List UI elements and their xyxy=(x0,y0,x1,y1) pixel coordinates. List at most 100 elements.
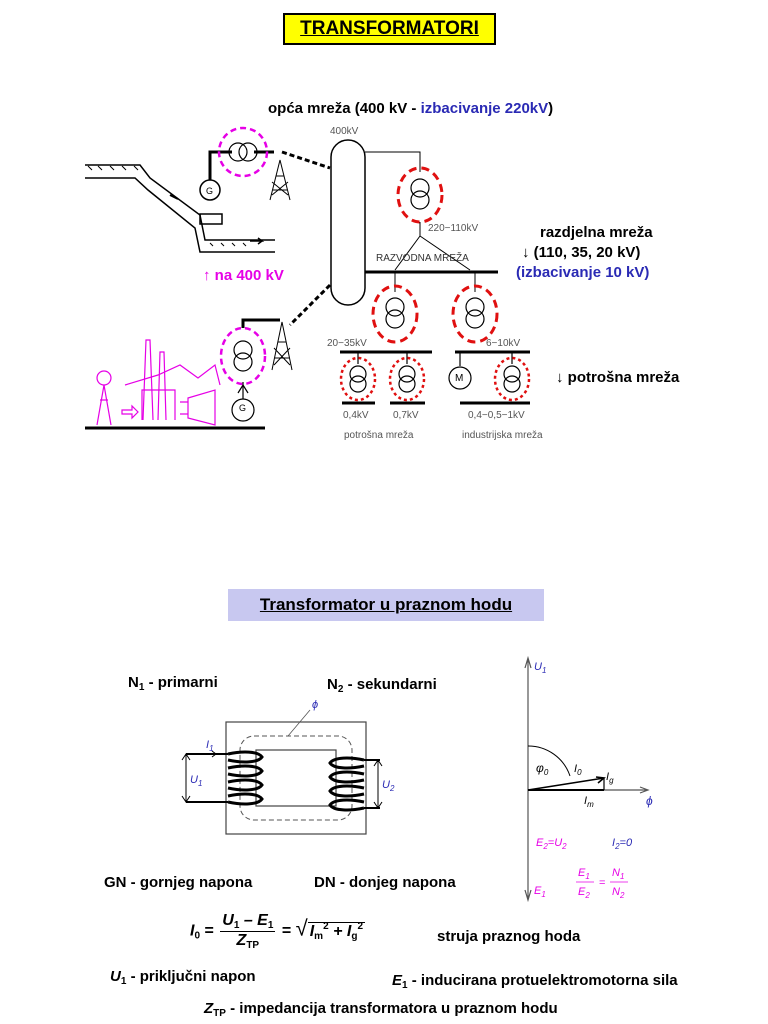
transformer-left-highlight xyxy=(371,284,419,344)
flux-pointer xyxy=(287,709,311,737)
core-inner xyxy=(255,749,337,807)
i1-label: I1 xyxy=(206,739,214,753)
e1-legend-text: - inducirana protuelektromotorna sila xyxy=(407,972,678,989)
formula-eq2: = xyxy=(277,922,296,940)
sqrt-symbol: √ xyxy=(295,915,308,941)
lbl-04-1: 0,4−0,5−1kV xyxy=(468,410,525,421)
e1-legend-sub: 1 xyxy=(402,980,408,991)
e1-legend: E1 - inducirana protuelektromotorna sila xyxy=(392,972,678,991)
line-top-to-bus xyxy=(281,150,331,170)
formula-sqrt-m: m xyxy=(314,930,324,942)
u1-arrow xyxy=(181,753,191,803)
i0-formula: I0 = U1 – E1 ZTP = √Im2 + Ig2 xyxy=(190,912,365,951)
phi0-arc xyxy=(527,745,571,777)
thermal-gen-label: G xyxy=(239,403,246,413)
u1-legend: U1 - priključni napon xyxy=(110,968,256,987)
transformer-07-icon xyxy=(398,352,416,393)
formula-num-sub2: 1 xyxy=(267,920,274,931)
razdjelna-label-2: ↓ (110, 35, 20 kV) xyxy=(522,244,641,261)
formula-denominator: ZTP xyxy=(220,932,275,951)
section-subtitle-text: Transformator u praznom hodu xyxy=(259,595,513,614)
u1-label: U1 xyxy=(190,774,202,788)
hydro-plant xyxy=(85,150,275,253)
transformer-left-icon xyxy=(385,297,405,329)
e1-legend-sym: E xyxy=(392,972,403,989)
na-400-label: ↑ na 400 kV xyxy=(203,267,284,284)
transformer-220-icon xyxy=(410,178,430,210)
i0-phasor-label: I0 xyxy=(574,763,582,777)
transformer-07-highlight xyxy=(388,356,426,402)
formula-num-sub1: 1 xyxy=(233,920,240,931)
e2u2-label: E2=U2 xyxy=(536,837,567,851)
phasor-diagram: U1 ϕ φ0 I0 Ig Im E2=U2 I2=0 E1 E1 E2 = N… xyxy=(524,655,653,903)
formula-fraction: U1 – E1 ZTP xyxy=(220,912,276,951)
e-phasor xyxy=(524,790,532,903)
u2-arrow xyxy=(373,759,383,809)
thermal-line xyxy=(241,318,280,328)
page-title: TRANSFORMATORI xyxy=(283,13,496,45)
n1-text: - primarni xyxy=(144,674,218,691)
n2-text: - sekundarni xyxy=(343,676,437,693)
phi0-label: φ0 xyxy=(536,761,549,777)
formula-eq: = xyxy=(200,922,219,940)
formula-sqrt-g: g xyxy=(351,930,358,942)
hydro-gen-label: G xyxy=(206,186,213,196)
n1-sym: N xyxy=(128,674,139,691)
formula-num-minus: – E xyxy=(239,912,268,929)
transformer-core-diagram: ϕ I1 U1 U2 xyxy=(181,699,395,835)
flux-phi-label: ϕ xyxy=(312,699,318,711)
im-phasor-label: Im xyxy=(584,795,594,809)
ratio-e2: E2 xyxy=(578,886,590,900)
phasor-u1-label: U1 xyxy=(534,661,546,675)
ztp-legend-text: - impedancija transformatora u praznom h… xyxy=(225,1000,558,1017)
secondary-leads xyxy=(364,759,380,809)
line-bottom-to-bus xyxy=(288,283,332,327)
phasor-phi-label: ϕ xyxy=(646,794,653,808)
motor-icon xyxy=(448,352,472,390)
lbl-220-110: 220−110kV xyxy=(428,223,478,234)
network-diagram: G 400kV 220−110kV RAZVODNA MREŽA 20−35kV… xyxy=(85,126,543,441)
potrosna-right-label: ↓ potrošna mreža xyxy=(556,369,680,386)
lbl-04: 0,4kV xyxy=(343,410,369,421)
opca-blue: izbacivanje 220kV xyxy=(420,100,549,117)
transformer-220-highlight xyxy=(396,166,444,224)
u1-legend-sym: U xyxy=(110,968,121,985)
gn-label: GN - gornjeg napona xyxy=(104,874,253,891)
u1-legend-text: - priključni napon xyxy=(126,968,256,985)
formula-numerator: U1 – E1 xyxy=(220,912,276,932)
ztp-legend-sym: Z xyxy=(204,1000,214,1017)
pylon-bottom-icon xyxy=(271,321,293,371)
lbl-industrijska: industrijska mreža xyxy=(462,430,543,441)
flux-path xyxy=(239,735,353,821)
e1-label: E1 xyxy=(534,885,546,899)
dn-label: DN - donjeg napona xyxy=(314,874,456,891)
i1-arrow xyxy=(198,750,217,758)
ratio-e1: E1 xyxy=(578,867,590,881)
pylon-top-icon xyxy=(269,159,291,201)
transformer-04-icon xyxy=(349,352,367,393)
bus-400kv-label: 400kV xyxy=(330,126,359,137)
ratio-eq: = xyxy=(599,877,605,889)
transformer-04-1-highlight xyxy=(493,356,531,402)
razdjelna-label-1: razdjelna mreža xyxy=(540,224,653,241)
lbl-potrosna: potrošna mreža xyxy=(344,430,414,441)
lbl-07: 0,7kV xyxy=(393,410,419,421)
formula-den-sub: TP xyxy=(246,940,260,951)
opca-suffix: ) xyxy=(548,100,554,117)
formula-sqrt-body: Im2 + Ig2 xyxy=(307,921,365,942)
ratio-n2: N2 xyxy=(612,886,625,900)
formula-i0: I xyxy=(190,922,195,940)
lbl-6-10: 6−10kV xyxy=(486,338,521,349)
n1-label: N1 - primarni xyxy=(128,674,218,693)
thermal-plant xyxy=(96,339,221,426)
transformer-04-1-icon xyxy=(503,352,521,393)
razdjelna-label-3: (izbacivanje 10 kV) xyxy=(516,264,650,281)
bus-400kv xyxy=(330,139,366,306)
struja-label: struja praznog hoda xyxy=(437,928,581,945)
page-title-text: TRANSFORMATORI xyxy=(300,18,479,39)
n2-sub: 2 xyxy=(337,684,344,695)
ig-phasor-label: Ig xyxy=(606,771,614,785)
i2-label: I2=0 xyxy=(612,837,633,851)
lbl-20-35: 20−35kV xyxy=(327,338,367,349)
u1-phasor xyxy=(524,655,532,790)
